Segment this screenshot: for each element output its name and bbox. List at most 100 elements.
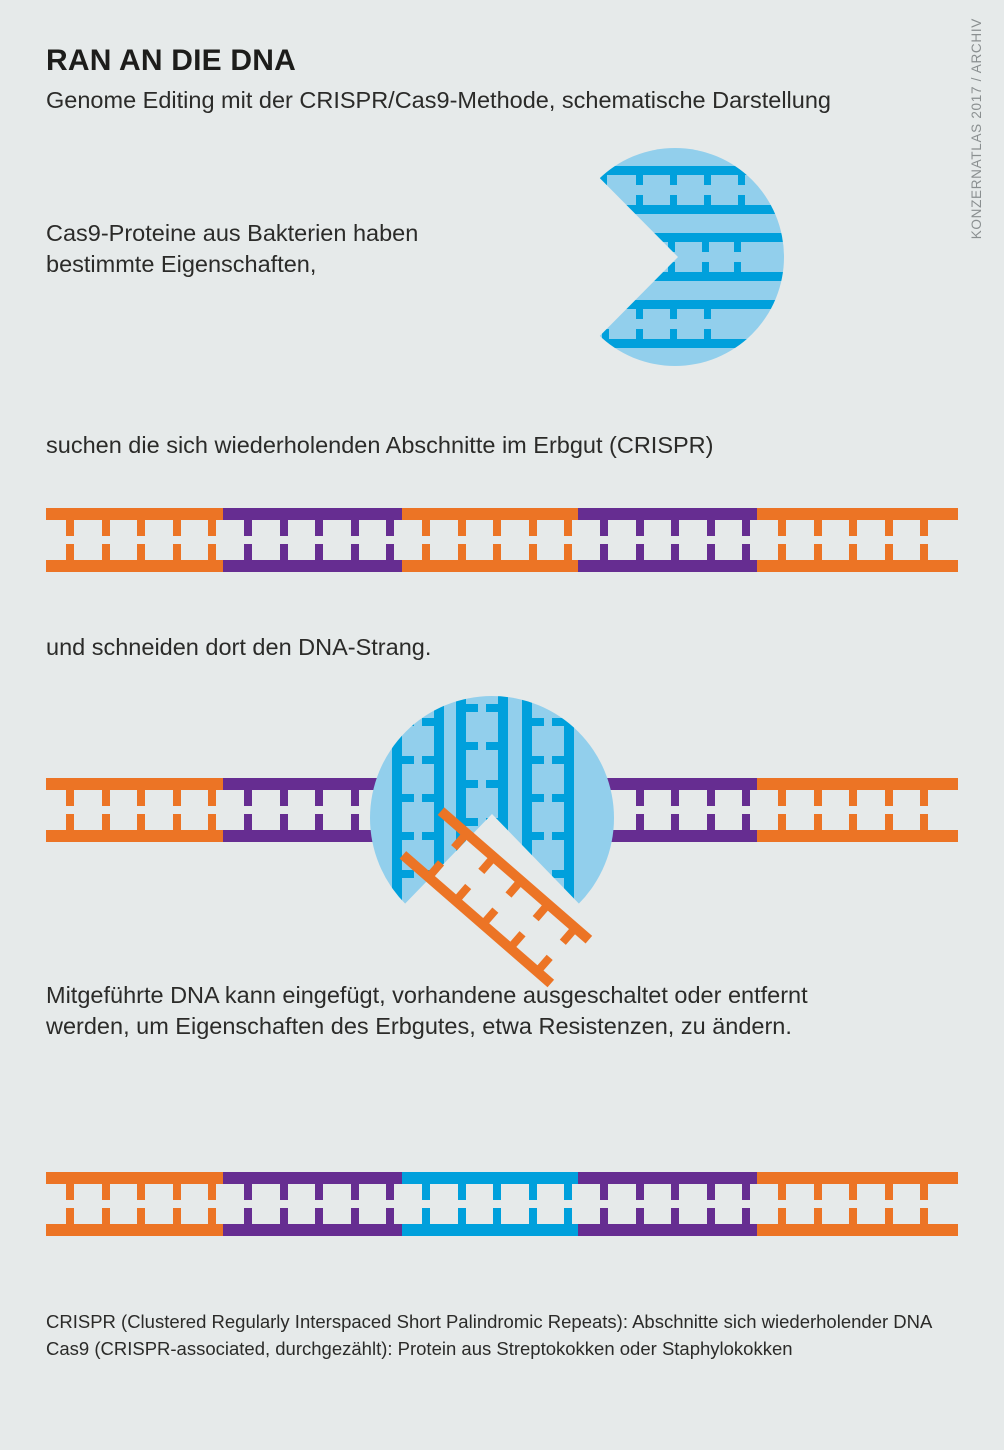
dna-rung [635,1182,644,1200]
dna-rung [849,518,858,536]
step-1-caption: Cas9-Proteine aus Bakterien haben bestim… [46,220,419,278]
dna-rung [208,1208,217,1226]
dna-rung [671,544,680,562]
cas9-protein-cutting-icon [370,696,614,940]
dna-rail-bottom [402,560,578,572]
dna-rung [778,1182,786,1200]
dna-segment [46,1172,223,1236]
dna-rung [350,544,359,562]
dna-rung [101,814,110,832]
dna-rung [742,1208,751,1226]
dna-rung [564,1182,573,1200]
dna-rung [66,1208,74,1226]
page-subtitle: Genome Editing mit der CRISPR/Cas9-Metho… [46,87,831,113]
dna-rung [564,1208,573,1226]
dna-rung [244,544,252,562]
dna-fragment-ladder [399,807,593,988]
dna-rung [528,1182,537,1200]
dna-rail-bottom [223,830,402,842]
dna-rail-bottom [223,1224,402,1236]
excised-dna-fragment-icon [399,807,682,993]
dna-rung [208,814,217,832]
dna-rungs [223,1172,402,1236]
dna-rung [244,1208,252,1226]
dna-rung [315,544,324,562]
dna-rail-top [46,1172,223,1184]
dna-rung [386,1208,395,1226]
dna-rung [778,814,786,832]
dna-rung [66,518,74,536]
dna-rung [813,544,822,562]
dna-rungs [223,508,402,572]
dna-rungs [402,1172,578,1236]
dna-rung [172,814,181,832]
dna-rung [101,518,110,536]
dna-rung [778,1208,786,1226]
dna-rungs [757,778,958,842]
dna-rung [884,788,893,806]
dna-rungs [757,508,958,572]
dna-segment [578,508,757,572]
dna-rung [350,788,359,806]
dna-rung [208,788,217,806]
cas9-pacman-svg [566,148,784,366]
dna-rung [172,1182,181,1200]
dna-rung [813,1182,822,1200]
dna-rung [671,1208,680,1226]
dna-rung [66,544,74,562]
dna-rung [66,788,74,806]
dna-rung [244,518,252,536]
dna-rung [137,1208,146,1226]
dna-rung [849,1208,858,1226]
dna-rail-top [223,1172,402,1184]
dna-rung [208,1182,217,1200]
dna-rung [244,814,252,832]
page-title: RAN AN DIE DNA [46,44,297,77]
dna-rung [600,544,608,562]
dna-rung [457,1182,466,1200]
dna-rung [493,518,502,536]
dna-rung [279,814,288,832]
dna-strand-crispr [46,508,958,572]
dna-strand-cut [46,778,958,842]
dna-rung [528,1208,537,1226]
dna-rung [742,518,751,536]
dna-rungs [46,1172,223,1236]
dna-rung [528,518,537,536]
dna-rung [564,544,573,562]
dna-rung [528,544,537,562]
dna-rung [635,1208,644,1226]
dna-rung [706,518,715,536]
cas9-cut-body [370,696,614,940]
dna-segment [402,1172,578,1236]
dna-rung [244,788,252,806]
dna-rungs [578,508,757,572]
dna-rung [849,814,858,832]
dna-rung [172,788,181,806]
dna-segment [223,1172,402,1236]
source-credit-label: KONZERNATLAS 2017 / ARCHIV [968,18,984,240]
dna-rung [457,518,466,536]
dna-rung [279,1182,288,1200]
dna-rung [884,544,893,562]
dna-segment [757,1172,958,1236]
dna-rung [386,518,395,536]
dna-rung [279,788,288,806]
dna-segment [223,778,402,842]
dna-rung [920,544,929,562]
cas9-ladder-band-3 [566,300,784,348]
dna-rung [600,1182,608,1200]
dna-rungs [757,1172,958,1236]
dna-rung [101,1182,110,1200]
dna-rung [137,814,146,832]
dna-segment [757,778,958,842]
dna-rail-bottom [757,830,958,842]
dna-segment [402,508,578,572]
dna-rung [813,788,822,806]
dna-rung [457,544,466,562]
footnote-crispr: CRISPR (Clustered Regularly Interspaced … [46,1311,933,1332]
dna-rung [742,1182,751,1200]
dna-rung [101,1208,110,1226]
dna-rail-top [402,1172,578,1184]
